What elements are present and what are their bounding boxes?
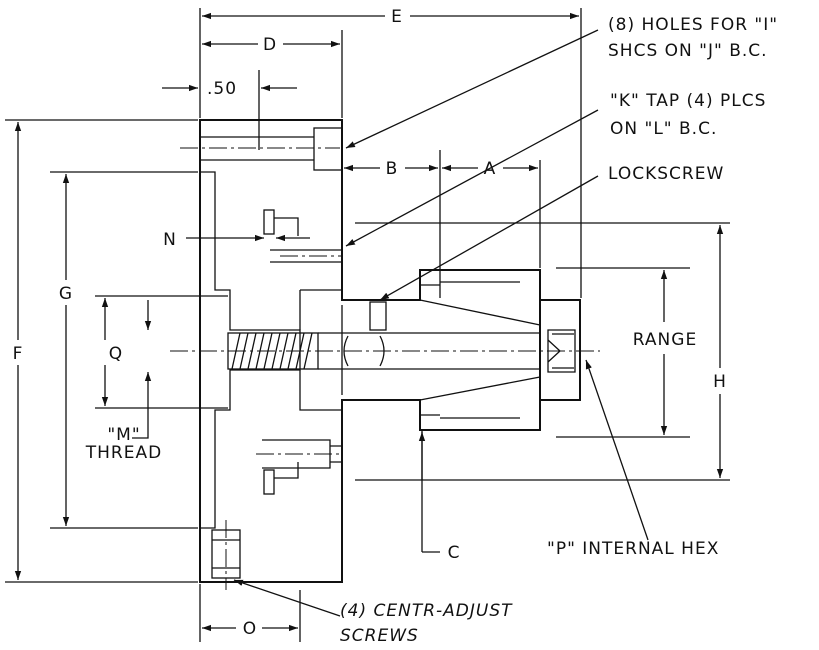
- label-a: A: [484, 159, 497, 179]
- leader-lines: [233, 29, 649, 617]
- label-50: .50: [207, 79, 237, 99]
- label-c: C: [448, 543, 461, 563]
- label-q: Q: [109, 344, 123, 364]
- label-f: F: [13, 344, 24, 364]
- labels: E D .50 (8) HOLES FOR "I" SHCS ON "J" B.…: [13, 7, 778, 646]
- label-holes-line2: SHCS ON "J" B.C.: [608, 41, 768, 61]
- label-p-internal-hex: "P" INTERNAL HEX: [547, 539, 719, 559]
- label-centr-adjust-line1: (4) CENTR-ADJUST: [340, 601, 513, 621]
- label-n: N: [163, 230, 177, 250]
- label-g: G: [59, 284, 73, 304]
- extension-lines: [5, 8, 730, 642]
- label-holes-line1: (8) HOLES FOR "I": [608, 15, 778, 35]
- label-lockscrew: LOCKSCREW: [608, 164, 724, 184]
- label-centr-adjust-line2: SCREWS: [340, 626, 419, 646]
- label-tap-line2: ON "L" B.C.: [610, 119, 717, 139]
- label-h: H: [713, 372, 727, 392]
- dimension-lines: [14, 12, 724, 632]
- label-m-thread-line1: "M": [107, 425, 140, 445]
- label-tap-line1: "K" TAP (4) PLCS: [610, 91, 766, 111]
- label-m-thread-line2: THREAD: [85, 443, 162, 463]
- label-e: E: [391, 7, 403, 27]
- label-b: B: [386, 159, 399, 179]
- label-o: O: [243, 619, 257, 639]
- label-d: D: [263, 35, 277, 55]
- center-lines: [170, 147, 600, 590]
- label-range: RANGE: [633, 330, 697, 350]
